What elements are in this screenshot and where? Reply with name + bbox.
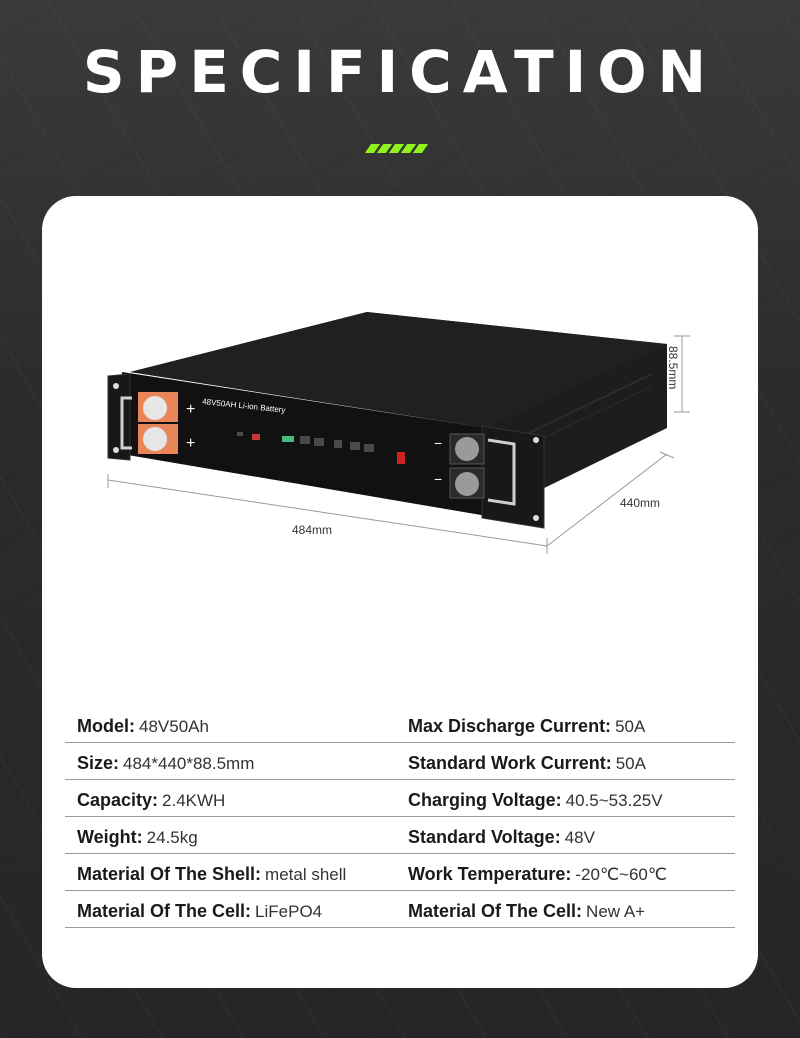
spec-row: Model: 48V50Ah Max Discharge Current: 50… [65, 706, 735, 743]
spec-card: + + 48V50AH Li-ion Battery − − [42, 196, 758, 988]
spec-value: metal shell [265, 865, 347, 884]
spec-row: Material Of The Shell: metal shell Work … [65, 854, 735, 891]
spec-key: Standard Work Current: [408, 753, 612, 773]
battery-product-image: + + 48V50AH Li-ion Battery − − [107, 312, 690, 554]
spec-value: 484*440*88.5mm [123, 754, 255, 773]
spec-cell: Material Of The Cell: LiFePO4 [65, 891, 394, 928]
depth-dimension-label: 440mm [620, 496, 661, 510]
spec-value: -20℃~60℃ [575, 865, 667, 884]
spec-value: 48V50Ah [139, 717, 209, 736]
spec-value: 50A [615, 754, 646, 773]
spec-key: Capacity: [77, 790, 159, 810]
spec-key: Weight: [77, 827, 143, 847]
spec-key: Max Discharge Current: [408, 716, 612, 736]
spec-cell: Standard Work Current: 50A [394, 743, 735, 780]
accent-stripes [364, 144, 429, 153]
spec-value: New A+ [586, 902, 646, 921]
spec-row: Weight: 24.5kg Standard Voltage: 48V [65, 817, 735, 854]
spec-value: 2.4KWH [162, 791, 226, 810]
spec-key: Model: [77, 716, 135, 736]
spec-key: Material Of The Cell: [77, 901, 252, 921]
width-dimension-label: 484mm [292, 523, 333, 537]
spec-value: 50A [615, 717, 646, 736]
svg-text:+: + [186, 435, 195, 452]
spec-cell: Material Of The Cell: New A+ [394, 891, 735, 928]
svg-text:−: − [434, 471, 442, 487]
spec-table: Model: 48V50Ah Max Discharge Current: 50… [65, 706, 735, 928]
spec-cell: Standard Voltage: 48V [394, 817, 735, 854]
spec-key: Size: [77, 753, 120, 773]
spec-cell: Model: 48V50Ah [65, 706, 394, 743]
spec-value: 48V [564, 828, 595, 847]
spec-cell: Work Temperature: -20℃~60℃ [394, 854, 735, 891]
spec-cell: Material Of The Shell: metal shell [65, 854, 394, 891]
spec-cell: Max Discharge Current: 50A [394, 706, 735, 743]
spec-cell: Weight: 24.5kg [65, 817, 394, 854]
svg-text:−: − [434, 435, 442, 451]
spec-value: 24.5kg [146, 828, 198, 847]
spec-row: Size: 484*440*88.5mm Standard Work Curre… [65, 743, 735, 780]
spec-row: Material Of The Cell: LiFePO4 Material O… [65, 891, 735, 928]
height-dimension-label: 88.5mm [666, 346, 680, 390]
spec-key: Charging Voltage: [408, 790, 562, 810]
spec-cell: Size: 484*440*88.5mm [65, 743, 394, 780]
svg-text:+: + [186, 401, 195, 418]
spec-key: Work Temperature: [408, 864, 572, 884]
spec-key: Standard Voltage: [408, 827, 561, 847]
spec-cell: Charging Voltage: 40.5~53.25V [394, 780, 735, 817]
spec-key: Material Of The Cell: [408, 901, 583, 921]
spec-key: Material Of The Shell: [77, 864, 262, 884]
spec-value: LiFePO4 [255, 902, 323, 921]
spec-value: 40.5~53.25V [565, 791, 663, 810]
page-title: SPECIFICATION [82, 38, 718, 106]
spec-cell: Capacity: 2.4KWH [65, 780, 394, 817]
spec-row: Capacity: 2.4KWH Charging Voltage: 40.5~… [65, 780, 735, 817]
